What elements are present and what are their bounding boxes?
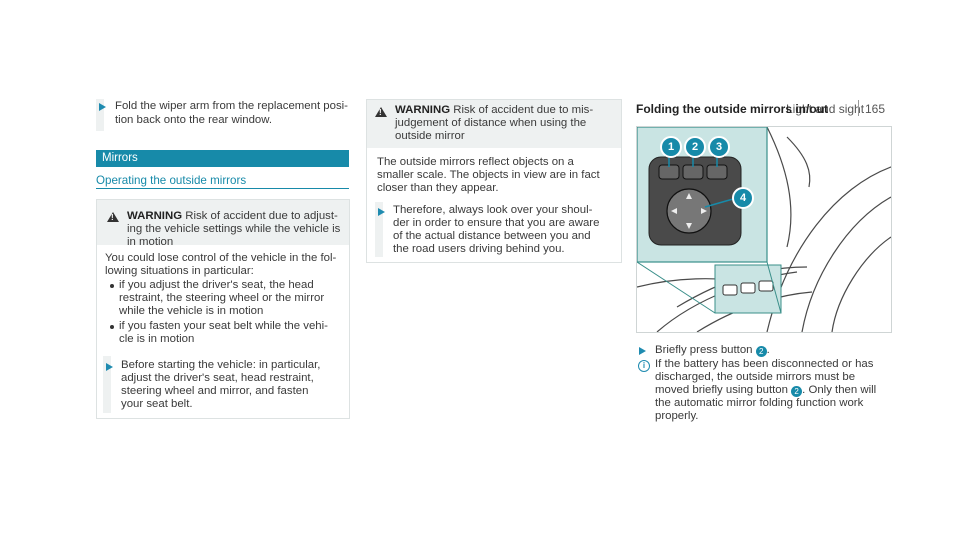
section-title: Mirrors xyxy=(102,152,138,164)
info-text-part: . Only then will xyxy=(802,384,877,396)
bullet-dot xyxy=(110,284,114,288)
step-arrow-icon xyxy=(99,103,106,111)
warning-text: judgement of distance when using the xyxy=(395,117,587,129)
step-text: Fold the wiper arm from the replacement … xyxy=(115,100,348,112)
step-text: adjust the driver's seat, head restraint… xyxy=(121,372,314,384)
warning-label: WARNING xyxy=(127,210,183,222)
bullet-text: restraint, the steering wheel or the mir… xyxy=(119,292,325,304)
warning-label: WARNING xyxy=(395,104,451,116)
warning-line: WARNING Risk of accident due to adjust- xyxy=(127,210,338,224)
callout-2: 2 xyxy=(684,136,706,158)
warning-header xyxy=(97,200,349,245)
warning-body: lowing situations in particular: xyxy=(105,265,254,277)
callout-1: 1 xyxy=(660,136,682,158)
step-text: Briefly press button 2. xyxy=(655,344,770,357)
step-text: tion back onto the rear window. xyxy=(115,114,273,126)
step-arrow-icon xyxy=(639,347,646,355)
info-icon: i xyxy=(638,360,650,372)
bullet-text: cle is in motion xyxy=(119,333,195,345)
step-arrow-icon xyxy=(378,208,385,216)
warning-text: Risk of accident due to mis- xyxy=(453,104,594,116)
door-panel-drawing xyxy=(637,127,891,332)
callout-3: 3 xyxy=(708,136,730,158)
warning-line: WARNING Risk of accident due to mis- xyxy=(395,104,593,118)
info-text: If the battery has been disconnected or … xyxy=(655,358,874,370)
bullet-dot xyxy=(110,325,114,329)
running-header-title: Light and sight xyxy=(786,102,865,116)
step-text: the road users driving behind you. xyxy=(393,243,565,255)
step-text: steering wheel and mirror, and fasten xyxy=(121,385,309,397)
warning-body: You could lose control of the vehicle in… xyxy=(105,252,337,264)
callout-4: 4 xyxy=(732,187,754,209)
warning-text: Risk of accident due to adjust- xyxy=(185,210,338,222)
step-text: der in order to ensure that you are awar… xyxy=(393,217,600,229)
bullet-text: if you adjust the driver's seat, the hea… xyxy=(119,279,314,291)
info-text: moved briefly using button 2. Only then … xyxy=(655,384,876,398)
warning-text: ing the vehicle settings while the vehic… xyxy=(127,223,341,235)
subsection-title: Operating the outside mirrors xyxy=(96,174,247,187)
warning-icon xyxy=(375,107,387,117)
page-number: 165 xyxy=(865,102,886,116)
info-text: discharged, the outside mirrors must be xyxy=(655,371,856,383)
info-text: the automatic mirror folding function wo… xyxy=(655,397,864,409)
section-title-folding: Folding the outside mirrors in/out xyxy=(636,102,828,116)
warning-text: in motion xyxy=(127,236,174,248)
step-arrow-icon xyxy=(106,363,113,371)
bullet-text: if you fasten your seat belt while the v… xyxy=(119,320,328,332)
warning-body: smaller scale. The objects in view are i… xyxy=(377,169,600,181)
section-bar-mirrors: Mirrors xyxy=(96,150,349,167)
warning-box-adjust: WARNING Risk of accident due to adjust- … xyxy=(96,199,350,419)
warning-header xyxy=(367,100,621,148)
warning-icon xyxy=(107,212,119,222)
warning-text: outside mirror xyxy=(395,130,465,142)
info-text: properly. xyxy=(655,410,699,422)
step-bar xyxy=(96,99,104,131)
warning-body: closer than they appear. xyxy=(377,182,499,194)
step-text-prefix: Briefly press button xyxy=(655,344,753,356)
step-bar xyxy=(103,356,111,413)
warning-body: The outside mirrors reflect objects on a xyxy=(377,156,574,168)
step-text: Therefore, always look over your shoul- xyxy=(393,204,593,216)
step-text: your seat belt. xyxy=(121,398,193,410)
step-text: of the actual distance between you and xyxy=(393,230,591,242)
step-text: Before starting the vehicle: in particul… xyxy=(121,359,321,371)
step-bar xyxy=(375,202,383,257)
mirror-adjust-pad xyxy=(666,188,712,234)
warning-box-distance: WARNING Risk of accident due to mis- jud… xyxy=(366,99,622,263)
bullet-text: while the vehicle is in motion xyxy=(119,305,264,317)
subsection-underline xyxy=(96,188,349,189)
header-divider xyxy=(858,100,859,116)
button-ref-2: 2 xyxy=(755,346,767,357)
button-ref-2: 2 xyxy=(791,386,803,397)
info-text-part: moved briefly using button xyxy=(655,384,788,396)
mirror-controls-illustration: 1 2 3 4 xyxy=(636,126,892,333)
